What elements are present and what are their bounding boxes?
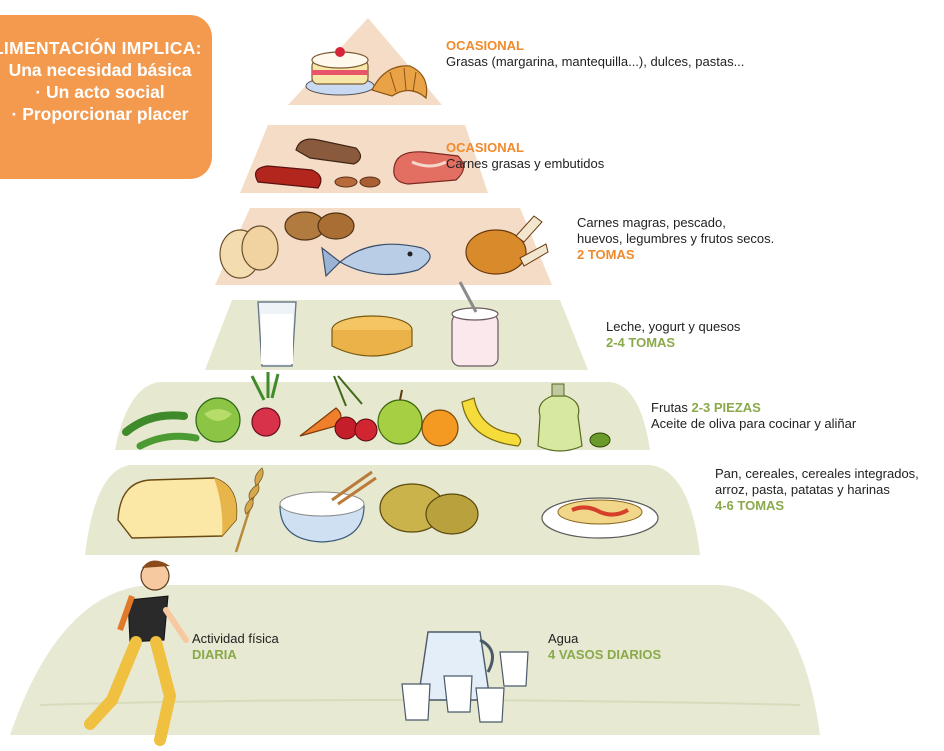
water-jug-icon [401, 631, 529, 723]
nuts-icon [284, 211, 355, 241]
base-tier [10, 585, 820, 735]
orange-icon [421, 409, 459, 447]
level-4-text: Leche, yogurt y quesos [606, 319, 741, 334]
fish-icon [321, 243, 431, 278]
roast-chicken-icon [465, 215, 549, 275]
level-5-text1: Frutas [651, 400, 688, 415]
rice-bowl-icon [279, 470, 377, 543]
level-4-amount: 2-4 TOMAS [606, 335, 676, 350]
bread-icon [117, 477, 238, 539]
cake-icon [305, 47, 375, 96]
label-level-4: Leche, yogurt y quesos 2-4 TOMAS [606, 319, 740, 351]
level-1-text: Grasas (margarina, mantequilla...), dulc… [446, 54, 745, 69]
level-6-amount: 4-6 TOMAS [715, 498, 785, 513]
level-6-text-line2: arroz, pasta, patatas y harinas [715, 482, 890, 497]
egg-icon [219, 225, 279, 279]
activity-text: Actividad física [192, 631, 279, 646]
pasta-plate-icon [541, 497, 659, 539]
water-amount: 4 VASOS DIARIOS [548, 647, 662, 662]
callout-box: ALIMENTACIÓN IMPLICA: Una necesidad bási… [0, 15, 212, 179]
olive-oil-cruet-icon [537, 383, 611, 452]
radish-icon [250, 372, 281, 437]
level-6-text-line1: Pan, cereales, cereales integrados, [715, 466, 919, 481]
label-level-1: OCASIONAL Grasas (margarina, mantequilla… [446, 38, 744, 70]
banana-icon [461, 397, 522, 447]
label-level-6: Pan, cereales, cereales integrados, arro… [715, 466, 919, 514]
level-2-text: Carnes grasas y embutidos [446, 156, 605, 171]
sausage-icon [255, 138, 381, 189]
cherries-icon [333, 375, 378, 442]
milk-glass-icon [257, 301, 297, 367]
activity-amount: DIARIA [192, 647, 237, 662]
level-3-text-line2: huevos, legumbres y frutos secos. [577, 231, 775, 246]
runner-icon [84, 560, 189, 746]
label-level-2: OCASIONAL Carnes grasas y embutidos [446, 140, 604, 172]
label-level-5: Frutas 2-3 PIEZAS Aceite de oliva para c… [651, 400, 856, 432]
lettuce-icon [195, 397, 241, 443]
level-3-text-line1: Carnes magras, pescado, [577, 215, 726, 230]
callout-item: · Proporcionar placer [11, 104, 189, 124]
wheat-icon [234, 467, 264, 553]
label-level-3: Carnes magras, pescado, huevos, legumbre… [577, 215, 774, 263]
potatoes-icon [379, 483, 479, 535]
water-text: Agua [548, 631, 579, 646]
label-activity: Actividad física DIARIA [192, 631, 279, 663]
callout-title: ALIMENTACIÓN IMPLICA: [0, 38, 202, 58]
level-2-frequency: OCASIONAL [446, 140, 524, 155]
callout-item: · Un acto social [35, 82, 165, 102]
croissant-icon [371, 65, 428, 100]
label-water: Agua 4 VASOS DIARIOS [548, 631, 661, 663]
level-5-amount: 2-3 PIEZAS [691, 400, 761, 415]
level-1-frequency: OCASIONAL [446, 38, 524, 53]
callout-item: Una necesidad básica [8, 60, 192, 80]
steak-icon [393, 151, 465, 185]
green-beans-icon [122, 411, 200, 450]
yogurt-icon [451, 281, 499, 367]
cheese-icon [331, 315, 413, 357]
apple-icon [377, 389, 423, 445]
level-3-amount: 2 TOMAS [577, 247, 635, 262]
level-5-text2: Aceite de oliva para cocinar y aliñar [651, 416, 857, 431]
